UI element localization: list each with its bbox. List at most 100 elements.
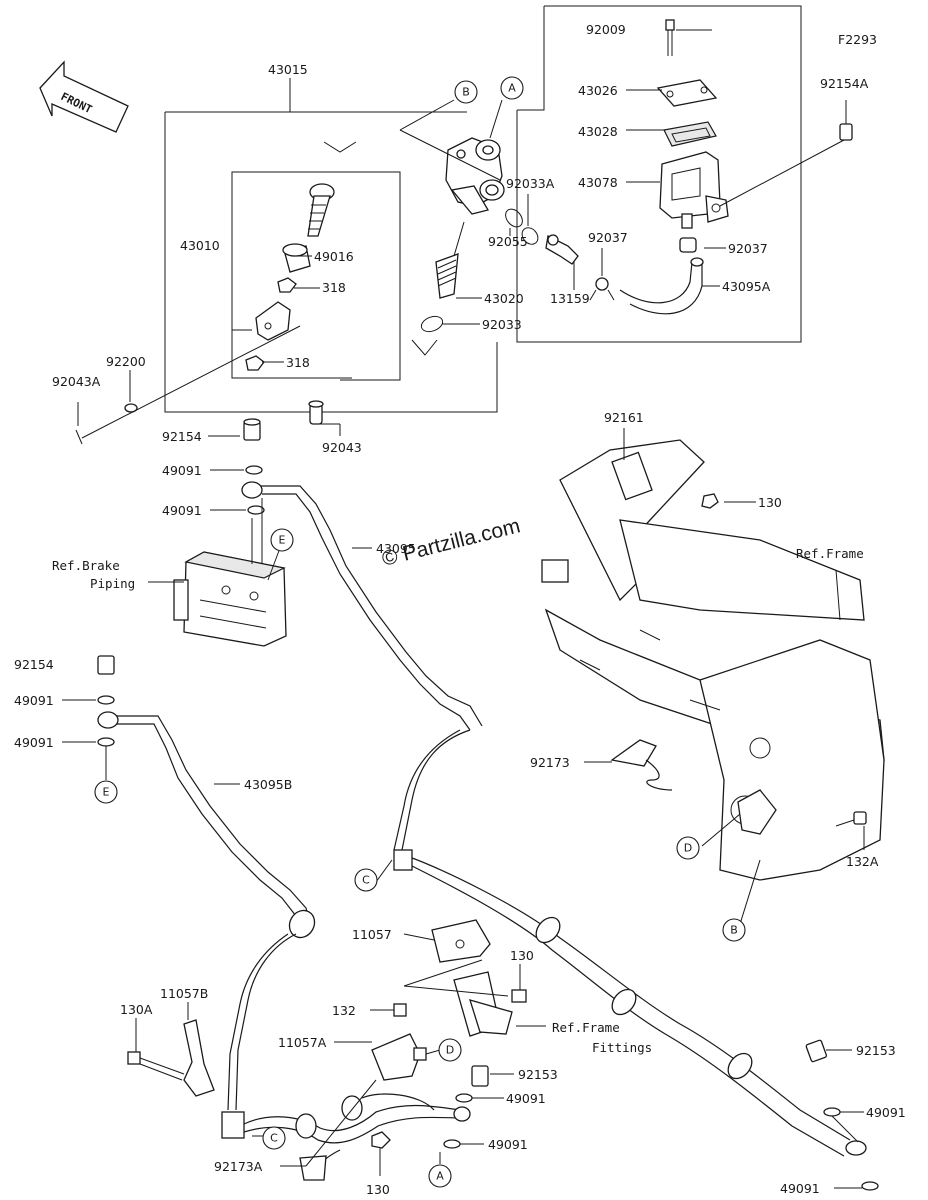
hose-fitting-13159	[545, 234, 579, 265]
part-130A: 130A	[120, 1002, 153, 1017]
svg-text:E: E	[103, 786, 110, 799]
boot-49016	[282, 243, 311, 273]
bolt-92153-right	[805, 1039, 828, 1063]
callout-b-frame: B	[722, 918, 746, 942]
bolt-92153-lower	[471, 1065, 489, 1087]
ring-92033	[420, 315, 444, 333]
clip-92173A	[299, 1155, 327, 1181]
part-11057: 11057	[352, 927, 392, 942]
callout-a-upper: A	[500, 76, 524, 100]
part-92154-lower: 92154	[14, 657, 54, 672]
hose-end	[690, 257, 704, 267]
washer-92200	[124, 403, 138, 413]
part-43095B: 43095B	[244, 777, 292, 792]
callout-e-upper: E	[270, 528, 294, 552]
reservoir-hose-43095A	[619, 261, 703, 315]
clamp-92037	[589, 277, 615, 301]
part-49091-lower-d: 49091	[488, 1137, 528, 1152]
part-92173: 92173	[530, 755, 570, 770]
part-92161: 92161	[604, 410, 644, 425]
bolt-132	[393, 1003, 407, 1017]
pin-92043	[308, 400, 324, 425]
part-132: 132	[332, 1003, 356, 1018]
part-43028: 43028	[578, 124, 618, 139]
svg-text:B: B	[730, 924, 738, 937]
part-92153-right: 92153	[856, 1043, 896, 1058]
banjo-lower	[97, 711, 119, 729]
svg-text:B: B	[462, 86, 470, 99]
ref-brake-piping-2: Piping	[90, 576, 135, 591]
group-boundary-lines	[164, 5, 802, 413]
bolt-130-lower	[371, 1131, 391, 1149]
bolt-132A	[835, 811, 867, 827]
diagram-code: F2293	[838, 32, 877, 47]
diaphragm-43028	[663, 121, 717, 147]
part-11057B: 11057B	[160, 986, 208, 1001]
svg-text:C: C	[270, 1132, 278, 1145]
callout-d-lower: D	[438, 1038, 462, 1062]
fittings-bracket	[453, 971, 527, 1037]
svg-text:D: D	[684, 842, 692, 855]
part-43095: 43095	[376, 541, 416, 556]
bracket-92173	[610, 739, 673, 791]
callout-c-lower: C	[262, 1126, 286, 1150]
leader-lines	[62, 29, 865, 1189]
nut-318-lower	[245, 355, 265, 371]
part-49091-lower-a: 49091	[14, 693, 54, 708]
svg-text:D: D	[446, 1044, 454, 1057]
pushrod-43010	[307, 183, 335, 237]
svg-text:C: C	[362, 874, 370, 887]
bolt-130A	[127, 1051, 185, 1081]
svg-text:E: E	[279, 534, 286, 547]
part-49091-right-b: 49091	[780, 1181, 820, 1196]
washer-49091-b	[247, 505, 265, 515]
cotter-pin-92043A	[75, 429, 83, 445]
part-130-fittings: 130	[510, 948, 534, 963]
part-43015: 43015	[268, 62, 308, 77]
bolt-92154-upper	[243, 418, 261, 441]
part-92173A: 92173A	[214, 1159, 263, 1174]
bolt-92154A	[719, 123, 853, 207]
part-130-lower: 130	[366, 1182, 390, 1197]
part-11057A: 11057A	[278, 1035, 327, 1050]
callout-b-upper: B	[454, 80, 478, 104]
part-92033: 92033	[482, 317, 522, 332]
ref-frame-fittings-1: Ref.Frame	[552, 1020, 620, 1035]
part-92033A: 92033A	[506, 176, 555, 191]
junction-block-c-lower	[221, 1111, 245, 1139]
part-13159: 13159	[550, 291, 590, 306]
master-cylinder-body	[445, 137, 505, 215]
part-92055: 92055	[488, 234, 528, 249]
frame-drawing	[541, 439, 885, 881]
part-43026: 43026	[578, 83, 618, 98]
part-49091-lower-b: 49091	[14, 735, 54, 750]
part-92154A: 92154A	[820, 76, 869, 91]
abs-unit	[173, 551, 287, 647]
part-92037-upper: 92037	[728, 241, 768, 256]
part-labels: 43015 43010 49016 318 318 92200 92043A 9…	[14, 22, 906, 1197]
part-43078: 43078	[578, 175, 618, 190]
junction-block-c-upper	[393, 849, 413, 871]
ref-frame-fittings-2: Fittings	[592, 1040, 652, 1055]
callout-e-lower: E	[94, 780, 118, 804]
clevis	[255, 301, 291, 341]
bolt-130-upper	[701, 493, 719, 509]
part-132A: 132A	[846, 854, 879, 869]
o-ring-92055	[505, 208, 523, 228]
part-49016: 49016	[314, 249, 354, 264]
part-43020: 43020	[484, 291, 524, 306]
svg-text:A: A	[508, 82, 516, 95]
part-92009: 92009	[586, 22, 626, 37]
part-49091-lower-c: 49091	[506, 1091, 546, 1106]
master-cylinder-spring	[435, 221, 465, 299]
part-49091-upper-a: 49091	[162, 463, 202, 478]
part-318-upper: 318	[322, 280, 346, 295]
part-49091-upper-b: 49091	[162, 503, 202, 518]
cap-43026	[656, 79, 718, 107]
bracket-11057	[431, 919, 491, 963]
part-92043A: 92043A	[52, 374, 101, 389]
part-92037-clamp: 92037	[588, 230, 628, 245]
bolt-92154-lower	[97, 655, 115, 675]
